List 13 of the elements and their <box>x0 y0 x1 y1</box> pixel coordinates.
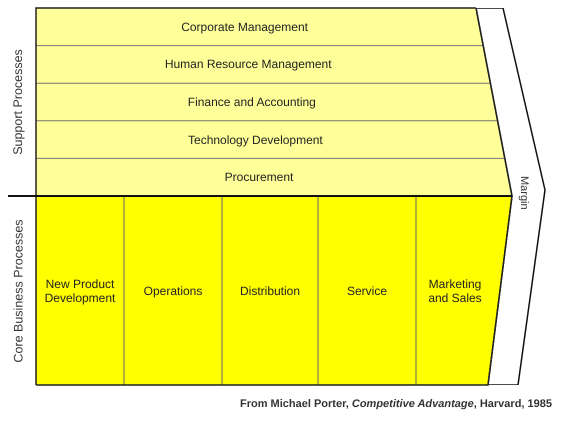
support-activity-band: Corporate Management <box>36 8 484 46</box>
support-activity-band: Human Resource Management <box>36 46 490 84</box>
primary-activity-column: Operations <box>124 196 222 385</box>
margin-label: Margin <box>518 176 530 210</box>
support-activity-band: Finance and Accounting <box>36 83 498 121</box>
support-activity-band: Technology Development <box>36 120 505 158</box>
support-activity-band: Procurement <box>36 158 512 196</box>
primary-activity-column: Distribution <box>222 196 318 385</box>
section-label: Support Processes <box>10 49 25 155</box>
primary-activity-column: Service <box>318 196 416 385</box>
section-label: Core Business Processes <box>11 218 26 362</box>
primary-activity-column: New Product Development <box>36 196 124 385</box>
source-caption: From Michael Porter, Competitive Advantage, Harvard, 1985 <box>240 398 552 410</box>
